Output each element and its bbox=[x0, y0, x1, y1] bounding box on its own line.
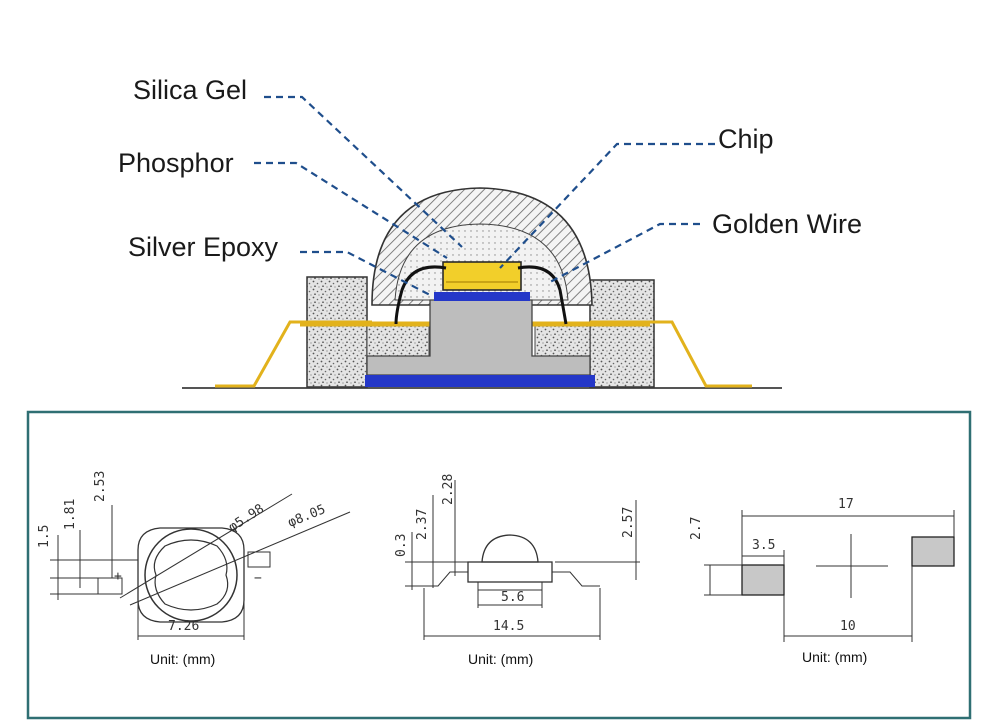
dim-3-5: 3.5 bbox=[752, 538, 775, 553]
dim-2-7: 2.7 bbox=[689, 517, 704, 540]
side-view-base bbox=[477, 581, 543, 591]
right-pad bbox=[911, 536, 955, 567]
top-view-dia-line-2 bbox=[129, 511, 351, 606]
label-chip: Chip bbox=[718, 124, 774, 154]
leader-golden-wire bbox=[549, 222, 700, 283]
dim-2-53: 2.53 bbox=[93, 471, 108, 502]
dim-2-28: 2.28 bbox=[441, 474, 456, 505]
outer-lens-circle bbox=[144, 528, 238, 622]
side-view-right-lead bbox=[552, 571, 600, 587]
chip-die bbox=[442, 261, 522, 291]
label-silica-gel: Silica Gel bbox=[133, 75, 247, 105]
leader-silver-epoxy bbox=[300, 250, 431, 296]
dim-10: 10 bbox=[840, 619, 856, 634]
dimension-panel bbox=[26, 410, 972, 720]
top-view-dia-line-1 bbox=[119, 493, 293, 599]
dim-2-57: 2.57 bbox=[621, 507, 636, 538]
dim-17: 17 bbox=[838, 497, 854, 512]
silver-epoxy-layer bbox=[434, 292, 530, 301]
leader-phosphor bbox=[254, 161, 448, 259]
blue-base bbox=[365, 375, 595, 387]
dim-2-37: 2.37 bbox=[415, 509, 430, 540]
dim-0-3: 0.3 bbox=[394, 534, 409, 557]
left-housing bbox=[306, 276, 368, 388]
gold-wire-right bbox=[517, 265, 568, 325]
dim-14-5: 14.5 bbox=[493, 619, 524, 634]
label-phosphor: Phosphor bbox=[118, 148, 234, 178]
dim-1-81: 1.81 bbox=[63, 499, 78, 530]
left-lead-tab bbox=[97, 577, 123, 595]
dim-1-5: 1.5 bbox=[37, 525, 52, 548]
gold-wire-left bbox=[394, 265, 447, 325]
label-silver-epoxy: Silver Epoxy bbox=[128, 232, 279, 262]
dim-7-26: 7.26 bbox=[168, 619, 199, 634]
side-view-dome bbox=[481, 534, 539, 563]
leader-chip bbox=[499, 142, 715, 269]
right-lead-tab bbox=[247, 551, 271, 568]
pad-layout-drawing bbox=[704, 510, 955, 642]
inner-lens-outline bbox=[153, 539, 229, 611]
unit-label-top-view: Unit: (mm) bbox=[150, 651, 215, 667]
side-view-drawing bbox=[405, 480, 640, 640]
leader-lines bbox=[254, 95, 715, 296]
label-golden-wire: Golden Wire bbox=[712, 209, 862, 239]
dim-5-6: 5.6 bbox=[501, 590, 524, 605]
top-view-drawing bbox=[50, 493, 351, 640]
led-cross-section bbox=[182, 187, 782, 389]
leader-silica-gel bbox=[264, 95, 463, 248]
unit-label-pad-view: Unit: (mm) bbox=[802, 649, 867, 665]
side-view-left-lead bbox=[424, 571, 468, 587]
right-housing bbox=[589, 279, 655, 388]
polarity-plus: + bbox=[114, 569, 122, 584]
unit-label-side-view: Unit: (mm) bbox=[468, 651, 533, 667]
left-pad bbox=[741, 564, 785, 596]
polarity-minus: − bbox=[254, 571, 262, 586]
